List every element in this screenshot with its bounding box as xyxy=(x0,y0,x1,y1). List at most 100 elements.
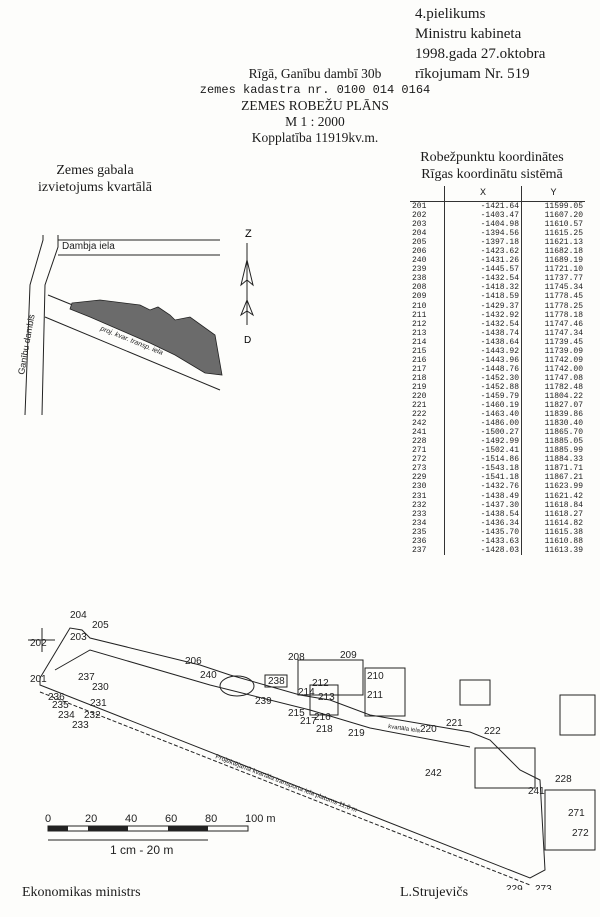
coordinate-cell-x: -1432.54 xyxy=(444,319,522,329)
location-caption-line1: Zemes gabala xyxy=(56,163,134,178)
col-point xyxy=(410,186,445,202)
coordinate-cell-x: -1418.32 xyxy=(444,283,522,293)
coordinate-cell-id: 240 xyxy=(410,256,445,266)
coordinate-cell-y: 11689.19 xyxy=(544,256,583,266)
point-label-230: 230 xyxy=(92,682,109,693)
point-label-271: 271 xyxy=(568,808,585,819)
coordinate-cell-x: -1443.96 xyxy=(444,355,522,365)
coordinate-cell-id: 241 xyxy=(410,428,445,438)
coordinate-cell-id: 221 xyxy=(410,401,445,411)
coordinate-cell-x: -1543.18 xyxy=(444,464,522,474)
coordinate-cell-y: 11747.46 xyxy=(544,319,583,329)
annex-date: 1998.gada 27.oktobra xyxy=(415,46,546,62)
scale-tick-label: 60 xyxy=(165,813,177,825)
coordinate-cell-x: -1428.03 xyxy=(444,545,522,555)
coordinate-cell-x: -1404.98 xyxy=(444,220,522,230)
building-242 xyxy=(474,747,536,789)
point-label-272: 272 xyxy=(572,828,589,839)
coordinate-cell-y: 11682.18 xyxy=(544,247,583,257)
coordinate-cell-id: 235 xyxy=(410,527,445,537)
coordinate-cell-y: 11623.99 xyxy=(544,482,583,492)
scale-segment-1 xyxy=(48,826,68,831)
strujevics-signature: L.Strujevičs xyxy=(400,885,469,900)
coordinate-cell-id: 230 xyxy=(410,482,445,492)
ganibu-dambis-label: Ganību dambis xyxy=(16,313,37,375)
survey-cross xyxy=(28,628,55,652)
coordinate-cell-x: -1423.62 xyxy=(444,247,522,257)
coordinate-cell-y: 11614.82 xyxy=(544,518,583,528)
point-label-239: 239 xyxy=(255,696,272,707)
coordinate-cell-id: 228 xyxy=(410,437,445,447)
coordinate-cell-id: 210 xyxy=(410,301,445,311)
scale-tick-label: 20 xyxy=(85,813,97,825)
coordinate-cell-id: 216 xyxy=(410,355,445,365)
coordinate-cell-y: 11884.33 xyxy=(544,455,583,465)
scale-caption: 1 cm - 20 m xyxy=(110,843,173,857)
point-label-229: 229 xyxy=(506,884,523,890)
coordinate-cell-id: 234 xyxy=(410,518,445,528)
scale-segment-2 xyxy=(88,826,128,831)
annex-number: 4.pielikums xyxy=(415,6,486,22)
point-label-214: 214 xyxy=(298,687,315,698)
coordinate-cell-id: 205 xyxy=(410,238,445,248)
coordinate-row: 228-1492.99 11885.05 xyxy=(410,437,585,447)
point-label-221: 221 xyxy=(446,718,463,729)
building-271 xyxy=(544,789,596,851)
coordinate-cell-id: 212 xyxy=(410,319,445,329)
coordinate-cell-id: 239 xyxy=(410,265,445,275)
plot-boundary xyxy=(39,627,546,879)
coordinate-cell-y: 11830.40 xyxy=(544,419,583,429)
coordinate-cell-id: 211 xyxy=(410,310,445,320)
round-feature xyxy=(219,675,255,697)
land-plot-shaded xyxy=(69,299,223,376)
point-label-203: 203 xyxy=(70,632,87,643)
coordinate-cell-y: 11778.45 xyxy=(544,292,583,302)
coordinate-cell-id: 220 xyxy=(410,391,445,402)
point-label-213: 213 xyxy=(318,692,335,703)
cadastre-number: zemes kadastra nr. 0100 014 0164 xyxy=(199,83,431,97)
coordinate-cell-x: -1431.26 xyxy=(444,256,522,266)
scale-tick-label: 100 m xyxy=(245,813,276,825)
coordinate-cell-id: 232 xyxy=(410,500,445,510)
coordinate-cell-x: -1514.86 xyxy=(444,455,522,465)
coordinate-cell-y: 11739.09 xyxy=(544,346,583,356)
coordinate-cell-x: -1432.76 xyxy=(444,482,522,492)
coordinate-cell-id: 231 xyxy=(410,491,445,501)
scale-tick-label: 40 xyxy=(125,813,137,825)
coordinate-cell-x: -1492.99 xyxy=(444,437,522,447)
total-area: Kopplatība 11919kv.m. xyxy=(251,130,379,145)
coordinate-cell-y: 11745.34 xyxy=(544,283,583,293)
north-letter: Z xyxy=(245,228,252,240)
coordinate-cell-y: 11737.77 xyxy=(544,274,583,284)
coordinate-cell-x: -1438.49 xyxy=(444,491,522,501)
point-label-234: 234 xyxy=(58,710,75,721)
plan-scale: M 1 : 2000 xyxy=(285,114,345,129)
scale-bar-frame xyxy=(47,825,249,832)
point-label-204: 204 xyxy=(70,610,87,621)
coord-caption-line2: Rīgas koordinātu sistēmā xyxy=(421,167,563,182)
building-right-small xyxy=(459,679,491,706)
building-238 xyxy=(264,674,288,688)
coordinate-cell-y: 11618.27 xyxy=(544,509,583,519)
coordinate-cell-id: 204 xyxy=(410,229,445,239)
coordinate-cell-x: -1418.59 xyxy=(444,292,522,302)
coordinate-row: 240-1431.26 11689.19 xyxy=(410,256,585,266)
coordinate-cell-y: 11885.05 xyxy=(544,437,583,447)
coordinate-cell-y: 11607.20 xyxy=(544,211,583,221)
coordinate-cell-x: -1432.92 xyxy=(444,310,522,320)
point-label-201: 201 xyxy=(30,674,47,685)
point-label-236: 236 xyxy=(48,692,65,703)
coordinate-cell-x: -1502.41 xyxy=(444,446,522,456)
location-caption-line2: izvietojums kvartālā xyxy=(38,180,152,195)
point-label-218: 218 xyxy=(316,724,333,735)
